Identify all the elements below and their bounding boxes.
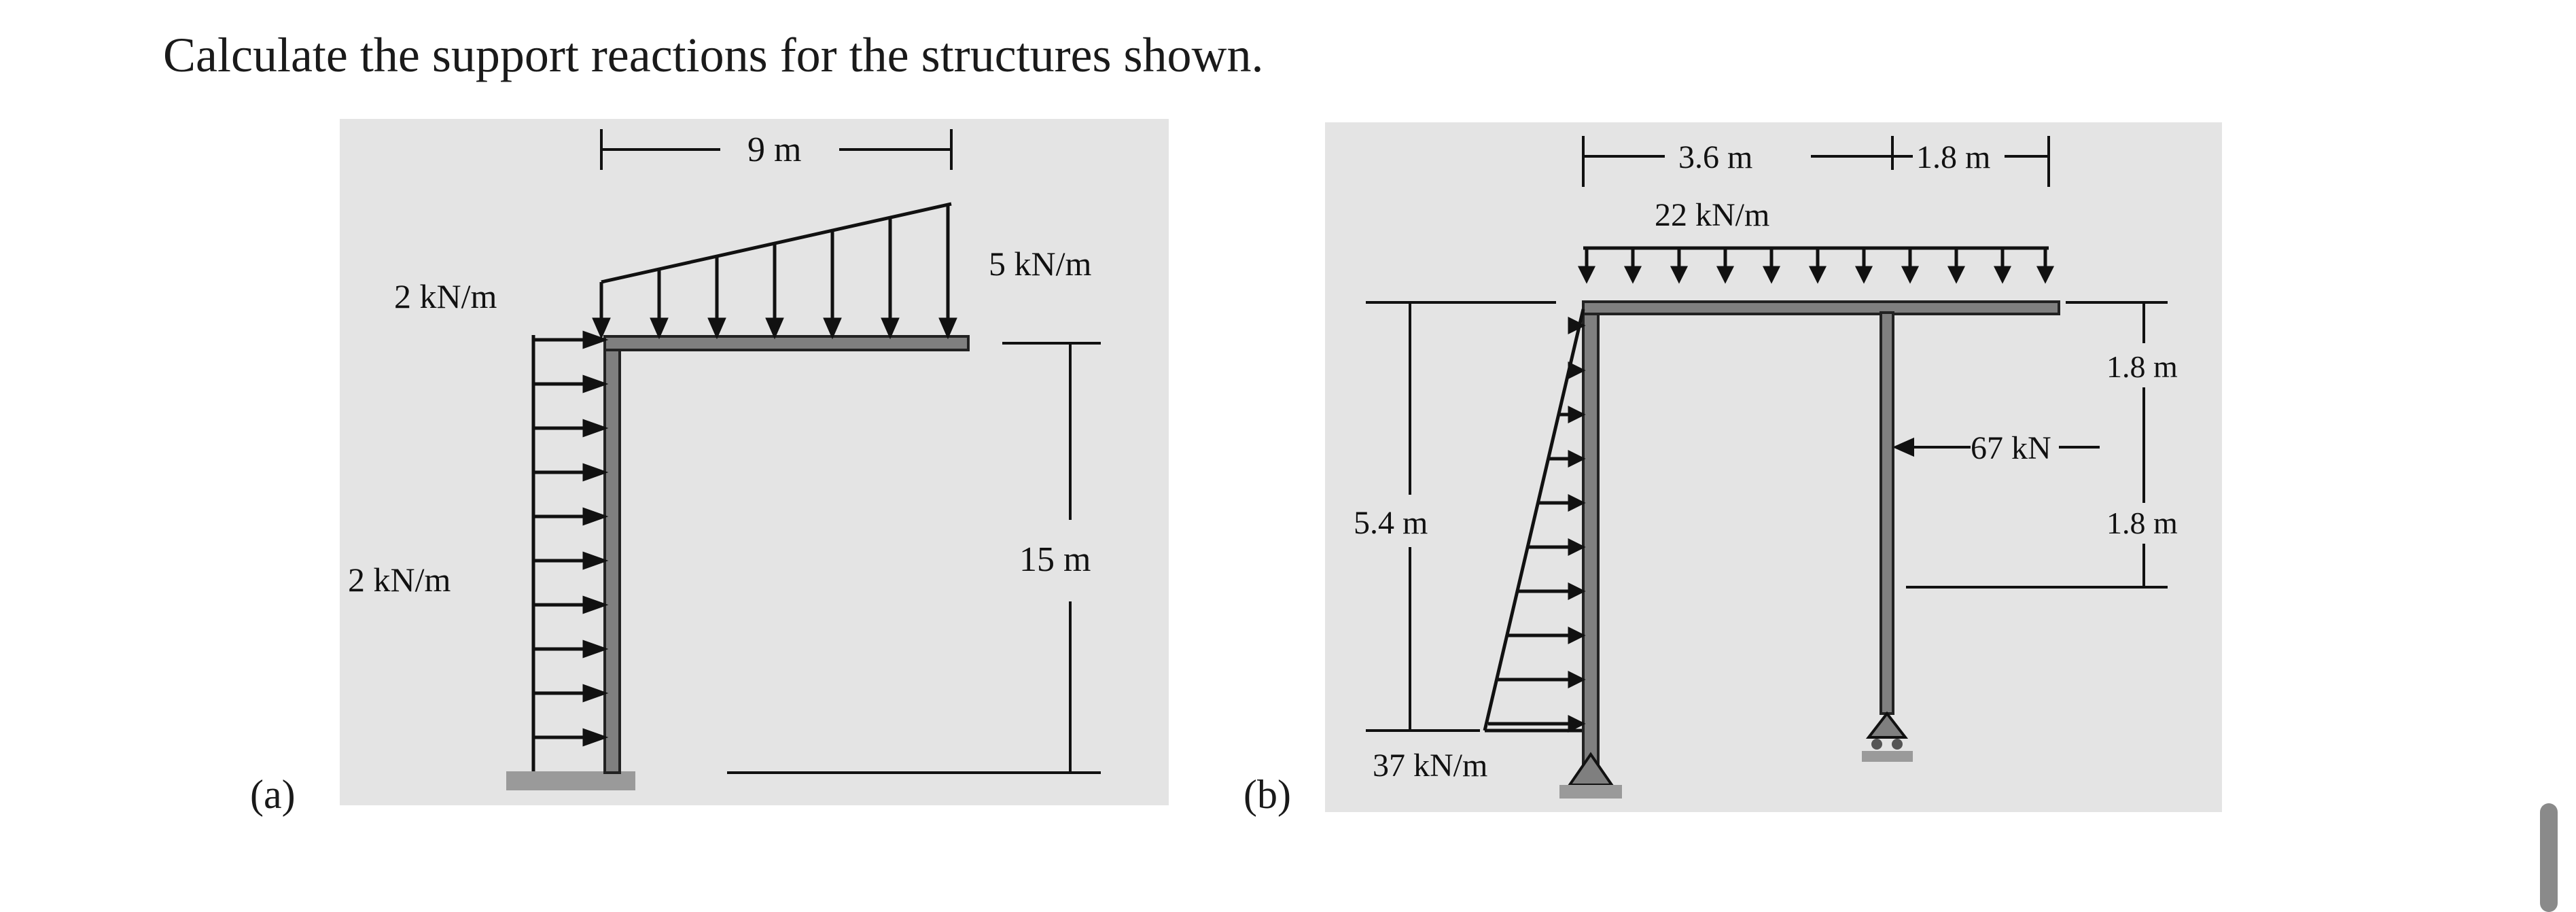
- beam-a: [603, 335, 970, 351]
- lower-segment-label: 1.8 m: [2106, 506, 2178, 540]
- height-label-a: 15 m: [1019, 540, 1091, 579]
- load-label-right-top: 5 kN/m: [989, 245, 1092, 283]
- figure-a: 9 m 2 kN/m 5 kN/m 2 kN/m 15 m: [340, 119, 1169, 805]
- span-label-a: 9 m: [747, 130, 801, 169]
- udl-label: 22 kN/m: [1655, 197, 1769, 233]
- figure-b: 3.6 m 1.8 m 22 kN/m: [1325, 122, 2222, 812]
- span-label-1: 3.6 m: [1678, 139, 1752, 175]
- vertical-scrollbar[interactable]: [2540, 803, 2558, 912]
- height-dimension-b: [1366, 301, 1556, 732]
- base-load-label: 37 kN/m: [1373, 748, 1487, 784]
- column-load-arrows: [533, 330, 609, 747]
- part-label-a: (a): [250, 772, 296, 817]
- trapezoidal-load-line: [601, 202, 952, 284]
- height-label-b: 5.4 m: [1354, 505, 1428, 541]
- right-column-b: [1880, 311, 1894, 715]
- upper-segment-label: 1.8 m: [2106, 349, 2178, 384]
- figure-a-drawing: 9 m 2 kN/m 5 kN/m 2 kN/m 15 m: [348, 129, 1101, 790]
- figure-b-drawing: 3.6 m 1.8 m 22 kN/m: [1354, 136, 2178, 799]
- beam-b: [1582, 300, 2060, 315]
- pin-support-b: [1559, 752, 1622, 799]
- point-load-label: 67 kN: [1971, 430, 2051, 466]
- fixed-support-a: [506, 771, 635, 790]
- left-column-b: [1582, 300, 1600, 769]
- point-load-arrow: [1892, 437, 2100, 457]
- span-dimensions-b: [1582, 136, 2050, 187]
- beam-load-arrows: [592, 205, 957, 340]
- udl-arrows: [1577, 248, 2055, 284]
- right-dimensions-b: [1906, 301, 2168, 589]
- roller-support-b: [1862, 711, 1913, 762]
- load-label-left-top: 2 kN/m: [394, 277, 497, 315]
- span-dimension-a: [600, 129, 953, 170]
- question-text: Calculate the support reactions for the …: [163, 28, 1264, 82]
- column-a: [603, 335, 621, 774]
- part-label-b: (b): [1243, 772, 1291, 817]
- triangular-load: [1483, 309, 1586, 733]
- height-dimension-a: [727, 342, 1101, 774]
- load-label-column: 2 kN/m: [348, 561, 451, 599]
- span-label-2: 1.8 m: [1916, 139, 1990, 175]
